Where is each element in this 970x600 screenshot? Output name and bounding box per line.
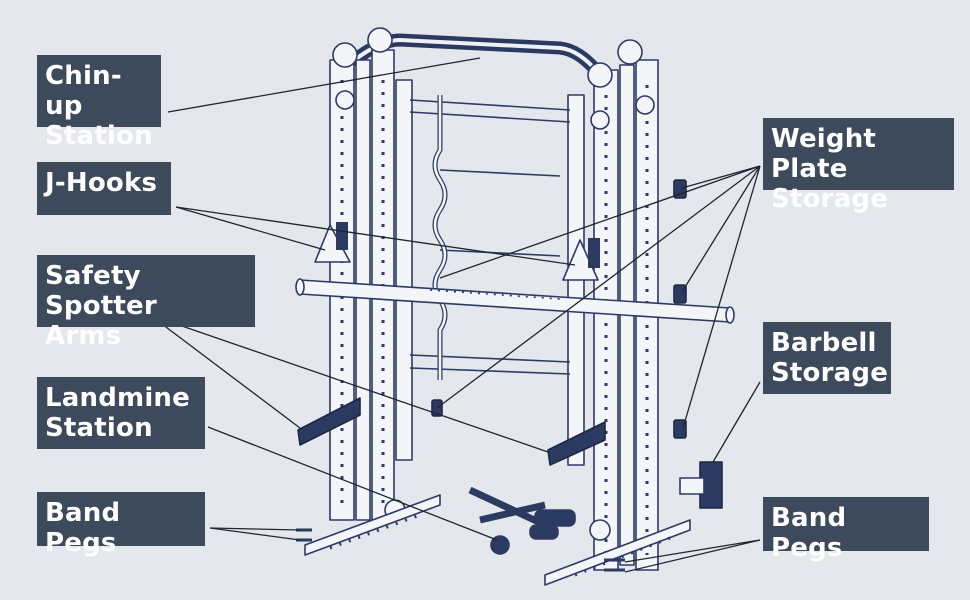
back-frame	[395, 79, 585, 466]
label-landmine-station: Landmine Station	[37, 377, 205, 449]
label-chin-up-station: Chin-up Station	[37, 55, 161, 151]
label-band-pegs-left: Band Pegs	[37, 492, 205, 558]
label-safety-spotter-arms: Safety Spotter Arms	[37, 255, 255, 351]
label-band-pegs-right: Band Pegs	[763, 497, 929, 563]
j-hook-left	[336, 222, 348, 250]
leader-lines	[149, 57, 761, 573]
base-feet	[304, 494, 691, 586]
safety-arm-right	[547, 421, 606, 466]
label-j-hooks: J-Hooks	[37, 162, 171, 215]
landmine-handle	[468, 486, 576, 555]
label-weight-plate-storage: Weight Plate Storage	[763, 118, 954, 214]
label-barbell-storage: Barbell Storage	[763, 322, 891, 394]
j-hook-right	[588, 238, 600, 268]
left-upright	[329, 27, 406, 521]
barbell	[295, 278, 735, 324]
safety-arm-left	[297, 397, 361, 446]
